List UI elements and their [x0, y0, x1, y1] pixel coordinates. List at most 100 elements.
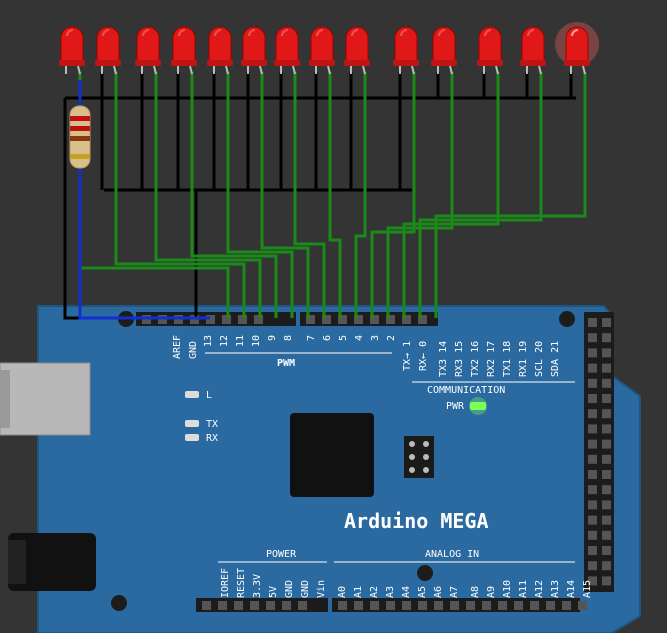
led: [207, 26, 233, 75]
onboard-led-l: [185, 391, 199, 398]
anode-wire: [260, 72, 310, 318]
led: [344, 26, 370, 75]
led: [555, 22, 599, 75]
led-leg: [411, 65, 415, 75]
led: [171, 26, 197, 75]
pin-label: A14: [566, 580, 577, 598]
anode-wire: [402, 72, 500, 318]
pin-label: A13: [550, 580, 561, 598]
pin-hole: [206, 315, 215, 324]
pin-hole: [322, 315, 331, 324]
pin-hole: [588, 470, 597, 479]
pin-hole: [588, 394, 597, 403]
led-rim: [95, 60, 121, 66]
pin-label: A10: [502, 580, 513, 598]
led-rim: [431, 60, 457, 66]
pin-hole: [418, 315, 427, 324]
pin-label: GND: [188, 341, 199, 359]
led: [274, 26, 300, 75]
anode-wire: [226, 72, 294, 318]
pin-label: 9: [267, 335, 278, 341]
pin-hole: [602, 515, 611, 525]
pin-hole: [602, 470, 611, 479]
pwr-led: [470, 402, 486, 410]
led-leg: [538, 65, 542, 75]
anode-wire: [154, 72, 262, 318]
pin-label: A8: [470, 586, 481, 598]
led-body: [96, 26, 120, 63]
pin-hole: [588, 318, 597, 327]
led-highlight: [351, 29, 359, 37]
onboard-led-tx: [185, 420, 199, 427]
led-leg: [77, 65, 81, 75]
anode-wire: [293, 72, 326, 318]
led-highlight: [102, 29, 110, 37]
pin-hole: [450, 601, 459, 610]
led-highlight: [527, 29, 535, 37]
led: [241, 26, 267, 75]
board-name: Arduino MEGA: [344, 509, 489, 533]
led-leg: [582, 65, 586, 75]
pin-label: A12: [534, 580, 545, 598]
pin-label: 10: [251, 335, 262, 347]
pin-label: 5: [338, 335, 349, 341]
pin-label: TX2 16: [470, 341, 481, 377]
led-rim: [171, 60, 197, 66]
pin-label: GND: [284, 580, 295, 598]
led-cathode-wires: [100, 72, 573, 190]
pin-hole: [402, 315, 411, 324]
header-power: [196, 598, 328, 612]
led: [477, 26, 503, 75]
led-body: [432, 26, 456, 63]
pin-hole: [482, 601, 491, 610]
pwr-label: PWR: [446, 401, 465, 412]
icsp-header: [404, 436, 434, 478]
pin-hole: [238, 315, 247, 324]
pin-hole: [282, 601, 291, 610]
pin-label: 13: [203, 335, 214, 347]
pin-hole: [250, 601, 259, 610]
resistor-band: [70, 154, 90, 159]
pin-hole: [588, 485, 597, 495]
analog-label: ANALOG IN: [425, 549, 479, 560]
pin-hole: [266, 601, 275, 610]
led-body: [172, 26, 196, 63]
led-rim: [59, 60, 85, 66]
pin-hole: [588, 378, 597, 388]
led: [431, 26, 457, 75]
pin-label: A2: [369, 586, 380, 598]
mount-hole: [417, 565, 433, 581]
led: [135, 26, 161, 75]
pin-label: IOREF: [220, 568, 231, 598]
pin-label: GND: [300, 580, 311, 598]
led-highlight: [142, 29, 150, 37]
pin-label: 3: [370, 335, 381, 341]
pin-label: 2: [386, 335, 397, 341]
led-highlight: [316, 29, 324, 37]
led: [393, 26, 419, 75]
pin-hole: [562, 601, 571, 610]
pin-hole: [546, 601, 555, 610]
led-highlight: [484, 29, 492, 37]
pin-hole: [588, 409, 597, 419]
pin-hole: [602, 485, 611, 495]
pin-hole: [306, 315, 315, 324]
pin-label: A11: [518, 580, 529, 598]
pin-hole: [466, 601, 475, 610]
led: [520, 26, 546, 75]
led-highlight: [178, 29, 186, 37]
pin-hole: [234, 601, 243, 610]
pin-hole: [578, 601, 587, 610]
led-body: [478, 26, 502, 63]
pin-label: 3.3V: [252, 574, 263, 598]
pin-label: TX3 14: [438, 341, 449, 377]
usb-connector: [0, 362, 91, 436]
pin-hole: [588, 500, 597, 510]
led-leg: [113, 65, 117, 75]
led-leg: [449, 65, 453, 75]
led-body: [60, 26, 84, 63]
pin-label: A0: [337, 586, 348, 598]
anode-wire: [114, 72, 246, 318]
pin-hole: [588, 515, 597, 525]
